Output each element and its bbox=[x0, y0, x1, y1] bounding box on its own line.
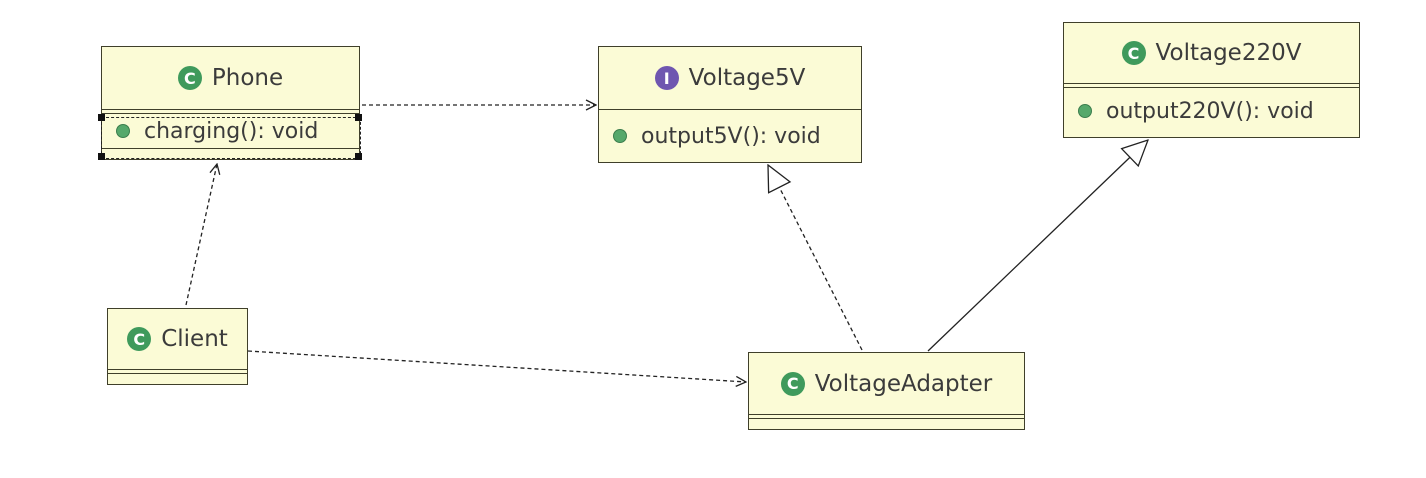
class-header: C Phone bbox=[102, 47, 359, 109]
class-header: C VoltageAdapter bbox=[749, 353, 1024, 414]
dependency-client-to-phone[interactable] bbox=[185, 164, 217, 306]
method-row[interactable]: output5V(): void bbox=[599, 110, 861, 162]
divider bbox=[108, 369, 247, 374]
dependency-client-to-voltageadapter[interactable] bbox=[247, 350, 746, 382]
class-name: Voltage5V bbox=[688, 65, 806, 91]
class-name: VoltageAdapter bbox=[814, 370, 993, 397]
method-signature: output220V(): void bbox=[1106, 98, 1314, 124]
resize-handle[interactable] bbox=[98, 114, 105, 121]
class-voltageadapter[interactable]: C VoltageAdapter bbox=[748, 352, 1025, 430]
divider bbox=[1064, 83, 1359, 88]
method-signature: charging(): void bbox=[144, 118, 319, 144]
resize-handle[interactable] bbox=[355, 114, 362, 121]
realization-adapter-to-voltage5v[interactable] bbox=[768, 165, 863, 351]
public-method-icon bbox=[1078, 104, 1092, 118]
class-header: I Voltage5V bbox=[599, 47, 861, 109]
class-header: C Client bbox=[108, 309, 247, 369]
divider bbox=[599, 109, 861, 110]
public-method-icon bbox=[613, 129, 627, 143]
interface-voltage5v[interactable]: I Voltage5V output5V(): void bbox=[598, 46, 862, 163]
method-row[interactable]: charging(): void bbox=[102, 114, 359, 148]
method-signature: output5V(): void bbox=[641, 123, 821, 149]
generalization-adapter-to-voltage220v[interactable] bbox=[927, 140, 1148, 352]
divider bbox=[102, 109, 359, 114]
public-method-icon bbox=[116, 124, 130, 138]
class-icon: C bbox=[127, 327, 152, 351]
class-icon: C bbox=[780, 371, 805, 396]
class-client[interactable]: C Client bbox=[107, 308, 248, 385]
class-icon: C bbox=[177, 66, 202, 90]
resize-handle[interactable] bbox=[355, 153, 362, 160]
class-name: Voltage220V bbox=[1155, 40, 1302, 66]
divider bbox=[102, 148, 359, 151]
method-row[interactable]: output220V(): void bbox=[1064, 88, 1359, 134]
class-icon: C bbox=[1121, 41, 1146, 65]
class-header: C Voltage220V bbox=[1064, 23, 1359, 83]
class-name: Phone bbox=[211, 65, 284, 91]
class-phone[interactable]: C Phone charging(): void bbox=[101, 46, 360, 160]
resize-handle[interactable] bbox=[98, 153, 105, 160]
divider bbox=[749, 414, 1024, 419]
interface-icon: I bbox=[654, 66, 679, 90]
class-voltage220v[interactable]: C Voltage220V output220V(): void bbox=[1063, 22, 1360, 138]
class-name: Client bbox=[161, 326, 228, 352]
